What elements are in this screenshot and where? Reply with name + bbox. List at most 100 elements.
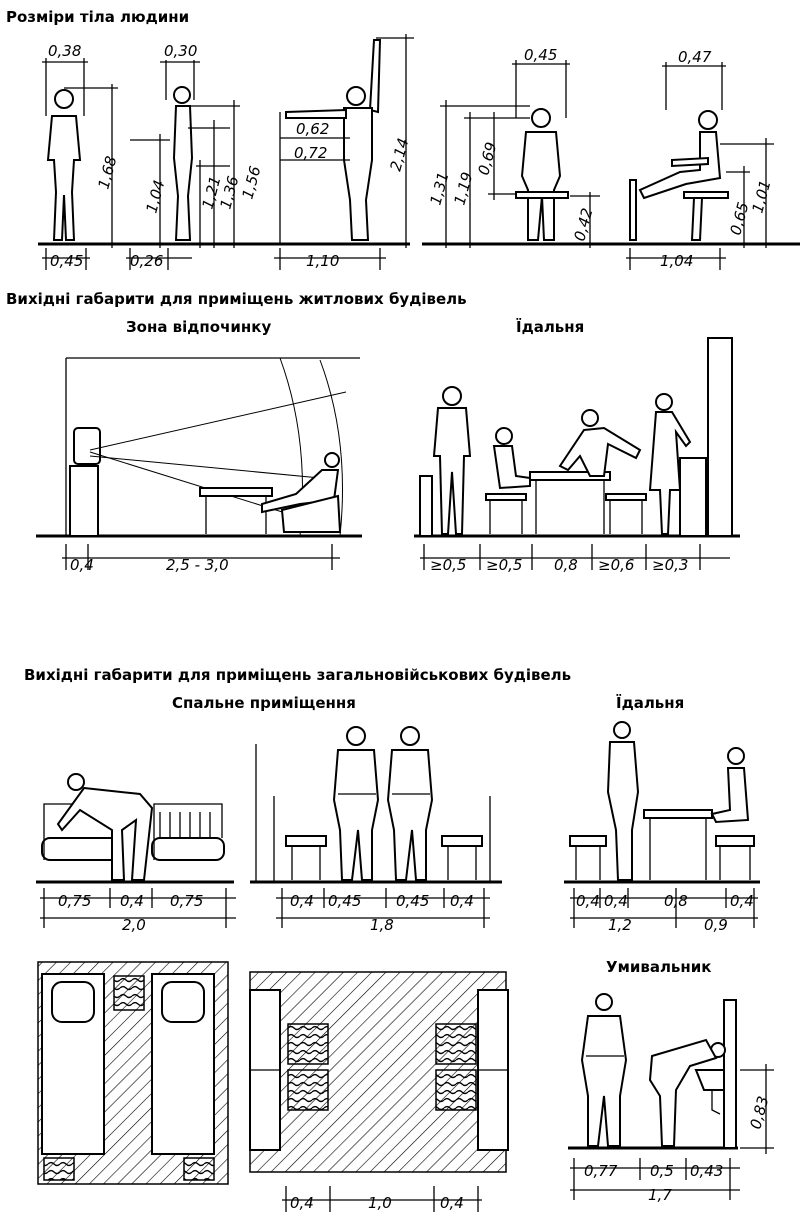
soldier: [386, 749, 434, 881]
dim-label: 2,5 - 3,0: [166, 556, 229, 574]
dim-label: 0,47: [678, 48, 712, 66]
dim-label: 1,0: [368, 1194, 392, 1212]
dim-label: ≥0,6: [598, 556, 634, 574]
armchair: [280, 494, 342, 533]
heading-residential: Вихідні габарити для приміщень житлових …: [6, 290, 467, 308]
dim-label: 1,04: [660, 252, 693, 270]
heading-military: Вихідні габарити для приміщень загальнов…: [24, 666, 572, 684]
dim-label: 1,01: [748, 178, 774, 215]
dim-label: 1,04: [142, 178, 168, 215]
pillow: [51, 981, 95, 1023]
dim-label: 0,4: [604, 892, 628, 910]
dining-military-drawing: [564, 721, 760, 928]
barracks-plan-drawing: [249, 971, 509, 1212]
dim-label: 0,45: [50, 252, 83, 270]
washbasin: [694, 1069, 725, 1091]
tv-icon: [73, 427, 101, 465]
reaching-figure: [274, 34, 414, 270]
dim-label: 0,69: [474, 140, 500, 177]
dim-label: 0,43: [690, 1162, 723, 1180]
dim-label: 1,2: [608, 916, 632, 934]
dim-label: 0,38: [48, 42, 81, 60]
washroom-drawing: [568, 993, 774, 1200]
dim-label: 1,10: [306, 252, 339, 270]
bed: [41, 837, 121, 861]
dim-label: 0,75: [58, 892, 91, 910]
body-sizes-section: 0,38 0,45 1,68 0,30 0,26 1,04 1,21 1,36 …: [38, 34, 800, 270]
seated-side-figure: [626, 62, 774, 270]
stool-plan: [287, 1023, 329, 1065]
stool: [441, 835, 483, 847]
dim-label: 0,26: [130, 252, 163, 270]
dining-table: [529, 471, 611, 481]
dim-label: 1,19: [450, 170, 476, 207]
soldier: [580, 1015, 628, 1147]
subheading-rest-zone: Зона відпочинку: [126, 318, 272, 336]
dim-label: 2,0: [122, 916, 146, 934]
dim-label: 0,45: [524, 46, 557, 64]
standing-side-figure: [126, 60, 240, 270]
dim-label: 0,42: [570, 206, 596, 243]
heading-body-sizes: Розміри тіла людини: [6, 8, 190, 26]
dim-label: 1,31: [426, 170, 452, 207]
dim-label: 0,4: [70, 556, 94, 574]
dim-label: 0,72: [294, 144, 327, 162]
dining-residential-drawing: [414, 337, 740, 570]
dim-label: ≥0,3: [652, 556, 688, 574]
dim-label: 0,62: [296, 120, 329, 138]
stool: [285, 835, 327, 847]
barracks-drawing: [250, 726, 502, 928]
dim-label: 0,8: [554, 556, 578, 574]
bed: [151, 837, 225, 861]
mess-table: [643, 809, 713, 819]
dim-label: 0,45: [328, 892, 361, 910]
tv-stand: [69, 465, 99, 537]
dim-label: 0,75: [170, 892, 203, 910]
dim-label: 0,30: [164, 42, 197, 60]
standing-front-figure: [42, 58, 118, 270]
coffee-table: [199, 487, 273, 497]
dim-label: 0,45: [396, 892, 429, 910]
bed-plan-drawing: [37, 961, 229, 1185]
sleeping-room-drawing: [36, 773, 236, 928]
seated-diner: [492, 445, 531, 490]
subheading-sleeping: Спальне приміщення: [172, 694, 356, 712]
standing-person: [432, 407, 472, 535]
dim-label: 0,65: [726, 200, 752, 237]
dim-label: 0,5: [650, 1162, 674, 1180]
rest-zone-drawing: [36, 357, 362, 570]
dim-label: 0,4: [730, 892, 754, 910]
subheading-washroom: Умивальник: [606, 958, 712, 976]
stool-plan: [287, 1069, 329, 1111]
seated-front-figure: [440, 60, 600, 248]
dim-label: 1,56: [238, 164, 264, 201]
dim-label: 0,9: [704, 916, 728, 934]
dim-label: 0,83: [746, 1094, 772, 1131]
standing-woman: [648, 411, 692, 535]
dim-label: 0,4: [440, 1194, 464, 1212]
dim-label: 0,4: [450, 892, 474, 910]
dim-label: 0,4: [576, 892, 600, 910]
nightstand: [113, 975, 145, 1011]
dim-label: 0,4: [290, 892, 314, 910]
subheading-dining-residential: Їдальня: [516, 318, 585, 336]
leaning-diner: [558, 426, 642, 477]
standing-soldier: [606, 741, 640, 881]
dim-label: ≥0,5: [486, 556, 522, 574]
stool-plan: [435, 1069, 477, 1111]
dim-label: 0,8: [664, 892, 688, 910]
dim-label: 0,77: [584, 1162, 618, 1180]
stool: [569, 835, 607, 847]
pillow: [161, 981, 205, 1023]
dim-label: ≥0,5: [430, 556, 466, 574]
stool-plan: [183, 1157, 215, 1181]
dim-label: 1,7: [648, 1186, 672, 1204]
stool-plan: [43, 1157, 75, 1181]
seated-soldier: [710, 767, 750, 824]
stool-plan: [435, 1023, 477, 1065]
wall-cabinet: [707, 337, 733, 537]
bending-person: [56, 786, 154, 881]
dim-label: 0,4: [120, 892, 144, 910]
soldier: [332, 749, 380, 881]
